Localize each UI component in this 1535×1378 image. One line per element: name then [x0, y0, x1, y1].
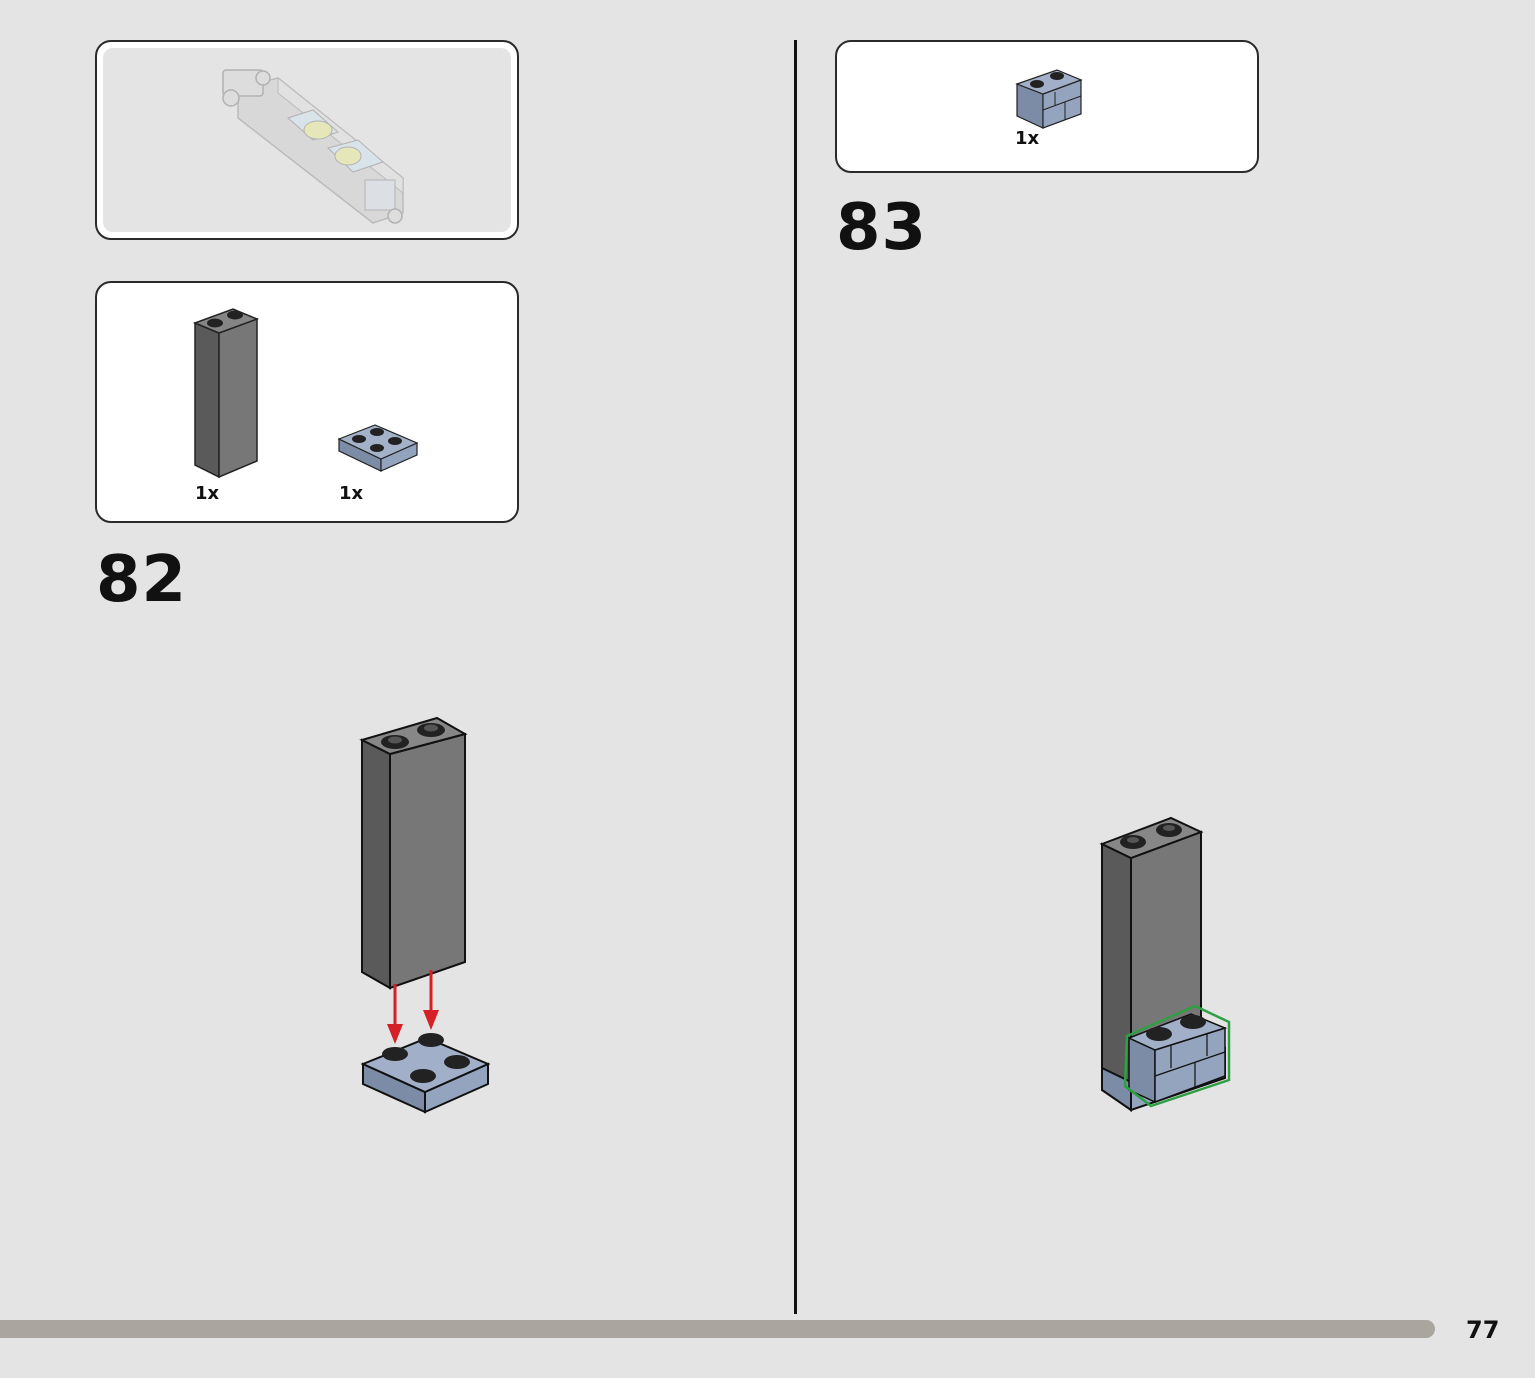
parts-list-step-83: 1x: [835, 40, 1259, 173]
page-divider: [794, 40, 797, 1314]
plate-2x2-sand-blue-icon: [337, 424, 419, 472]
context-preview-panel: [95, 40, 519, 240]
brick-1x2x5-dark-grey-icon: [192, 308, 260, 479]
progress-bar: [0, 1320, 1435, 1338]
part-quantity: 1x: [1015, 128, 1040, 149]
assembled-submodel-ghost-icon: [222, 69, 404, 224]
step-number: 82: [96, 543, 188, 617]
parts-list-step-82: 1x 1x: [95, 281, 519, 523]
step-82-assembly-illustration: [359, 716, 491, 1114]
page-number: 77: [1466, 1316, 1500, 1344]
part-quantity: 1x: [195, 483, 220, 504]
context-preview-background: [103, 48, 511, 232]
step-number: 83: [836, 191, 928, 265]
part-quantity: 1x: [339, 483, 364, 504]
brick-1x2-masonry-sand-blue-icon: [1015, 69, 1083, 129]
step-83-assembly-illustration: [1099, 816, 1231, 1112]
